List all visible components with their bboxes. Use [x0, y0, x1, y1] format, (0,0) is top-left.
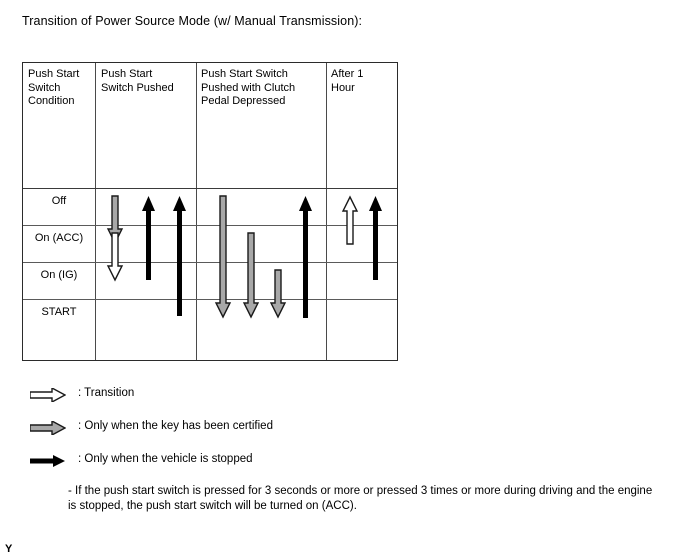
- column-header-condition: Push Start Switch Condition: [28, 68, 80, 107]
- column-divider-1: [95, 63, 96, 360]
- transition-arrow-pushed-acc-to-ig: [106, 232, 124, 282]
- row-label-start: START: [41, 306, 77, 318]
- row-divider-acc: [23, 262, 397, 263]
- transition-arrow-afterhour-ig-to-off: [369, 196, 382, 280]
- footnote: - If the push start switch is pressed fo…: [68, 485, 653, 512]
- row-label-acc: On (ACC): [34, 232, 84, 244]
- transition-arrow-clutch-start-to-off: [299, 196, 312, 318]
- legend-label-transition: : Transition: [78, 387, 135, 399]
- column-divider-3: [326, 63, 327, 360]
- row-divider-header: [23, 188, 397, 189]
- black-arrow-icon: [30, 454, 66, 473]
- column-header-pushed-clutch: Push Start Switch Pushed with Clutch Ped…: [201, 68, 296, 107]
- transition-arrow-afterhour-acc-to-off: [341, 195, 359, 245]
- row-label-off: Off: [51, 195, 67, 207]
- column-header-after-hour: After 1 Hour: [331, 68, 364, 94]
- legend-label-key-certified: : Only when the key has been certified: [78, 420, 273, 432]
- transition-arrow-clutch-off-to-start: [214, 195, 232, 319]
- transition-arrow-clutch-ig-to-start: [269, 269, 287, 319]
- transition-arrow-pushed-ig-to-off: [142, 196, 155, 280]
- corner-mark: Y: [5, 543, 13, 555]
- gray-arrow-icon: [29, 419, 67, 440]
- row-divider-off: [23, 225, 397, 226]
- row-label-ig: On (IG): [40, 269, 78, 281]
- page-title: Transition of Power Source Mode (w/ Manu…: [22, 14, 363, 28]
- column-divider-2: [196, 63, 197, 360]
- power-source-mode-table: Push Start Switch Condition Push Start S…: [22, 62, 398, 361]
- transition-arrow-clutch-acc-to-start: [242, 232, 260, 319]
- legend-label-vehicle-stopped: : Only when the vehicle is stopped: [78, 453, 253, 465]
- column-header-pushed: Push Start Switch Pushed: [101, 68, 174, 94]
- white-arrow-icon: [29, 386, 67, 407]
- row-divider-ig: [23, 299, 397, 300]
- transition-arrow-pushed-start-to-off: [173, 196, 186, 316]
